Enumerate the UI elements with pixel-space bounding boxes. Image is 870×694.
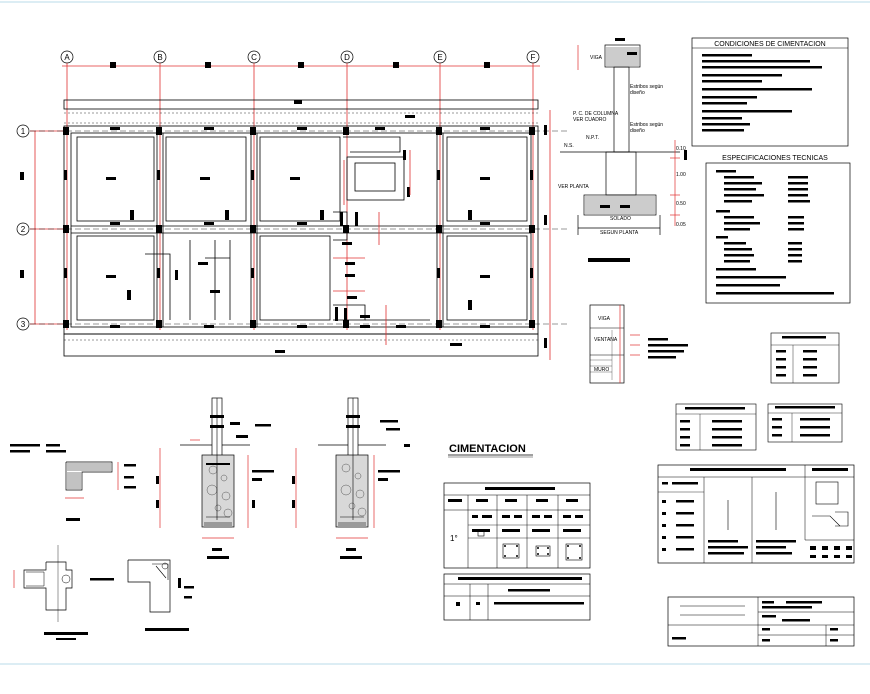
svg-text:F: F [531, 53, 536, 62]
section-label-estribo-1b: diseño [630, 90, 645, 96]
svg-text:C: C [251, 53, 257, 62]
svg-text:B: B [157, 53, 162, 62]
core-dimensions [333, 110, 551, 360]
plan-dashed [64, 112, 538, 341]
column-detail-left [13, 545, 114, 640]
grid-row-3: 3 [16, 317, 30, 331]
svg-text:1: 1 [21, 127, 26, 136]
grid-column-B: B [153, 50, 167, 64]
footing-detail-2 [292, 397, 410, 559]
grid-row-2: 2 [16, 222, 30, 236]
grid-lines [30, 63, 540, 330]
section-dim-3: 0.50 [676, 201, 686, 207]
section-label-viga: VIGA [590, 55, 603, 61]
section-label-segun-planta: SEGUN PLANTA [600, 230, 639, 236]
schedule-row-label: 1° [450, 534, 458, 543]
section-label-ver-planta: VER PLANTA [558, 184, 589, 190]
column-detail-corner [127, 559, 194, 631]
svg-text:D: D [344, 53, 350, 62]
grid-dash [30, 130, 570, 325]
small-table-2 [675, 403, 757, 451]
cimentacion-title: CIMENTACION [449, 443, 526, 455]
title-block [667, 596, 855, 647]
column-schedule-table: 1° [443, 482, 591, 569]
small-table-3 [767, 403, 843, 443]
wall-label-muro: MURO [594, 367, 609, 373]
section-label-npt: N.P.T. [586, 135, 599, 141]
grid-row-1: 1 [16, 124, 30, 138]
section-label-estribo-1: Estribos según [630, 84, 663, 90]
svg-text:A: A [64, 53, 70, 62]
section-label-solado: SOLADO [610, 216, 631, 222]
section-label-ns: N.S. [564, 143, 574, 149]
plan-columns [20, 62, 547, 353]
svg-text:2: 2 [21, 225, 26, 234]
wall-detail: VIGA VENTANA MURO [589, 304, 688, 384]
grid-column-D: D [340, 50, 354, 64]
plan-walls [63, 99, 539, 357]
stirrups-table [657, 464, 855, 564]
section-label-estribo-2b: diseño [630, 128, 645, 134]
svg-text:3: 3 [21, 320, 26, 329]
floor-plan: A B C D E F 1 2 [16, 50, 570, 360]
grid-column-F: F [526, 50, 540, 64]
wall-label-viga: VIGA [598, 316, 611, 322]
conditions-panel: CONDICIONES DE CIMENTACION [691, 37, 849, 147]
specs-title: ESPECIFICACIONES TECNICAS [722, 155, 828, 162]
footing-detail-1 [156, 397, 274, 559]
section-label-pcol-b: VER CUADRO [573, 117, 606, 123]
wall-label-ventana: VENTANA [594, 337, 618, 343]
footing-schedule-table [443, 573, 591, 621]
specs-panel: ESPECIFICACIONES TECNICAS [705, 155, 851, 304]
grid-column-E: E [433, 50, 447, 64]
svg-text:E: E [437, 53, 442, 62]
section-label-pcol: P. C. DE COLUMNA [573, 111, 619, 117]
section-dim-4: 0.05 [676, 222, 686, 228]
grid-column-A: A [60, 50, 74, 64]
column-footing-section: VIGA Estribos según diseño Estribos segú… [558, 38, 687, 262]
grid-column-C: C [247, 50, 261, 64]
conditions-title: CONDICIONES DE CIMENTACION [714, 41, 826, 48]
section-label-estribo-2: Estribos según [630, 122, 663, 128]
cimentacion-section: CIMENTACION [448, 443, 533, 458]
slab-edge-detail [10, 444, 136, 521]
small-table-1 [770, 332, 840, 384]
section-dim-1: 0.10 [676, 146, 686, 152]
section-dim-2: 1.00 [676, 172, 686, 178]
